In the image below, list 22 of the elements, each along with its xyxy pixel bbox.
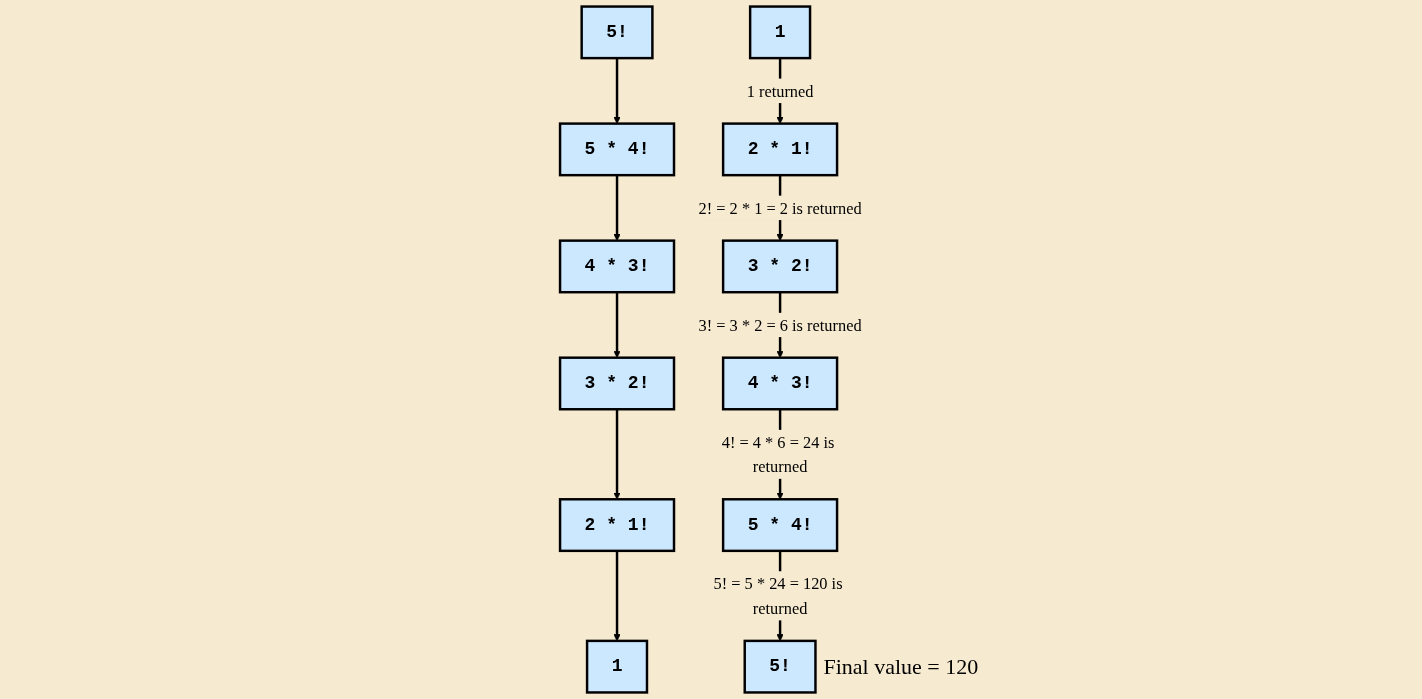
edge-label: 5! = 5 * 24 = 120 is returned [713,574,843,618]
edge-label: 1 returned [746,81,814,100]
arrow [613,175,621,241]
node-box: 2 * 1! [721,122,839,177]
node-box: 2 * 1! [558,498,676,553]
arrow [613,58,621,124]
node-box: 5! [580,5,654,60]
node-box: 4 * 3! [721,356,839,411]
node-box: 3 * 2! [558,356,676,411]
node-box: 5 * 4! [558,122,676,177]
node-box: 4 * 3! [558,239,676,294]
arrow [613,292,621,358]
edge-label: 3! = 3 * 2 = 6 is returned [698,315,862,334]
node-caption: Final value = 120 [823,653,979,680]
node-box: 3 * 2! [721,239,839,294]
node-box: 5! [743,639,817,694]
arrow [613,409,621,500]
node-box: 1 [585,639,649,694]
edge-label: 2! = 2 * 1 = 2 is returned [698,198,862,217]
node-box: 1 [748,5,812,60]
edge-label: 4! = 4 * 6 = 24 is returned [721,432,835,476]
node-box: 5 * 4! [721,498,839,553]
